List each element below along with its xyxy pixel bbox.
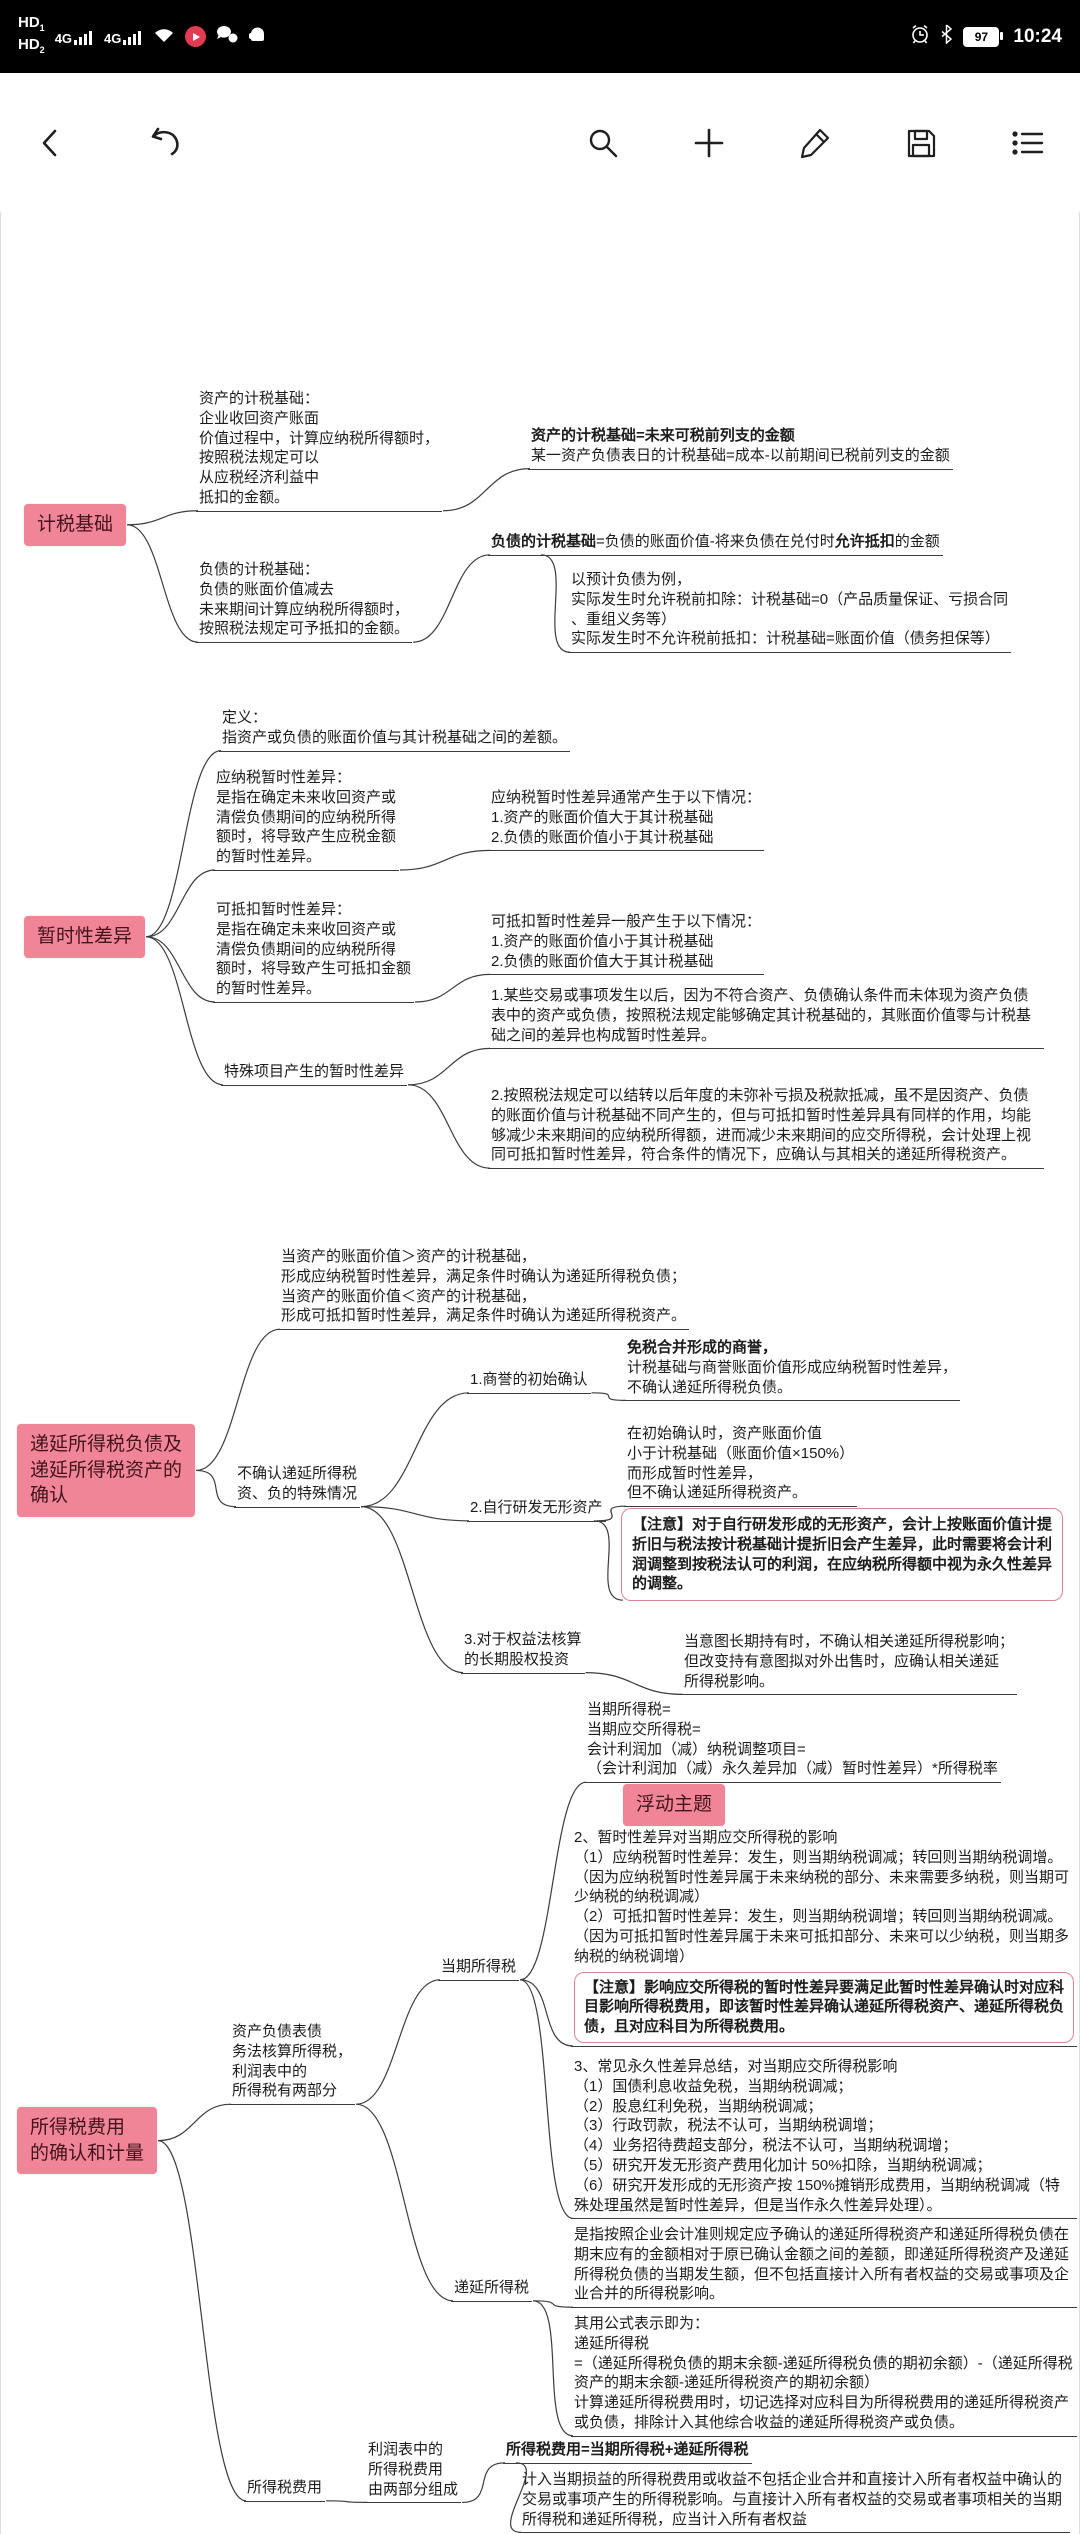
node-liability-tax-basis-definition[interactable]: 负债的计税基础： 负债的账面价值减去 未来期间计算应纳税所得额时， 按照税法规定… (196, 560, 413, 644)
signal-sim2-icon: 4G (104, 29, 143, 45)
add-topic-button[interactable] (692, 126, 726, 160)
mindmap-canvas[interactable]: 计税基础 资产的计税基础： 企业收回资产账面 价值过程中，计算应纳税所得额时， … (0, 212, 1080, 2534)
style-brush-button[interactable] (798, 126, 832, 160)
node-non-recognition-special-cases[interactable]: 不确认递延所得税 资、负的特殊情况 (234, 1464, 361, 1508)
status-bar: HD1 HD2 4G 4G (0, 0, 1080, 73)
node-self-developed-intangible[interactable]: 2.自行研发无形资产 (467, 1498, 606, 1522)
volte-hd-icons: HD1 HD2 (18, 15, 45, 58)
node-asset-tax-basis-formula[interactable]: 资产的计税基础=未来可税前列支的金额 某一资产负债表日的计税基础=成本-以前期间… (528, 426, 953, 470)
node-expense-formula[interactable]: 所得税费用=当期所得税+递延所得税 (503, 2440, 752, 2464)
undo-button[interactable] (146, 126, 184, 160)
node-recognition-rule[interactable]: 当资产的账面价值＞资产的计税基础， 形成应纳税暂时性差异，满足条件时确认为递延所… (278, 1247, 690, 1331)
node-income-tax-expense[interactable]: 所得税费用 (244, 2478, 326, 2502)
node-estimated-liability-example[interactable]: 以预计负债为例， 实际发生时允许税前扣除：计税基础=0（产品质量保证、亏损合同 … (568, 570, 1012, 654)
node-expense-two-parts[interactable]: 利润表中的 所得税费用 由两部分组成 (365, 2440, 462, 2504)
outline-menu-button[interactable] (1010, 126, 1046, 160)
node-deductible-temp-diff-cases[interactable]: 可抵扣暂时性差异一般产生于以下情况： 1.资产的账面价值小于其计税基础 2.负债… (488, 912, 765, 976)
chat-app-icon (216, 25, 238, 49)
node-asset-tax-basis-definition[interactable]: 资产的计税基础： 企业收回资产账面 价值过程中，计算应纳税所得额时， 按照税法规… (196, 389, 443, 512)
node-special-item-2[interactable]: 2.按照税法规定可以结转以后年度的未弥补亏损及税款抵减，虽不是因资产、负债的账面… (488, 1086, 1044, 1170)
node-temp-diff-impact[interactable]: 2、暂时性差异对当期应交所得税的影响 （1）应纳税暂时性差异：发生，则当期纳税调… (571, 1828, 1077, 2047)
node-goodwill-detail[interactable]: 免税合并形成的商誉， 计税基础与商誉账面价值形成应纳税暂时性差异， 不确认递延所… (624, 1338, 961, 1402)
node-lt-investment-detail[interactable]: 当意图长期持有时，不确认相关递延所得税影响； 但改变持有意图拟对外出售时，应确认… (681, 1632, 1018, 1696)
topic-floating[interactable]: 浮动主题 (623, 1784, 726, 1826)
node-special-items-temp-diff[interactable]: 特殊项目产生的暂时性差异 (221, 1062, 408, 1086)
signal-sim1-icon: 4G (55, 29, 94, 45)
hand-app-icon (248, 25, 267, 48)
clock-time: 10:24 (1013, 25, 1062, 47)
node-deferred-tax-definition[interactable]: 是指按照企业会计准则规定应予确认的递延所得税资产和递延所得税负债在期末应有的金额… (571, 2225, 1077, 2309)
battery-icon: 97 (963, 26, 1004, 47)
save-button[interactable] (904, 126, 938, 160)
node-deferred-tax-formula[interactable]: 其用公式表示即为： 递延所得税 =（递延所得税负债的期末余额-递延所得税负债的期… (571, 2314, 1077, 2437)
alarm-clock-icon (910, 24, 930, 49)
node-expense-exclusions[interactable]: 计入当期损益的所得税费用或收益不包括企业合并和直接计入所有者权益中确认的交易或事… (519, 2470, 1070, 2534)
status-left-cluster: HD1 HD2 4G 4G (18, 15, 267, 58)
node-liability-tax-basis-formula[interactable]: 负债的计税基础=负债的账面价值-将来负债在兑付时允许抵扣的金额 (488, 532, 943, 556)
topic-deferred-tax-recognition[interactable]: 递延所得税负债及 递延所得税资产的 确认 (17, 1424, 196, 1517)
node-intangible-initial-recognition[interactable]: 在初始确认时，资产账面价值 小于计税基础（账面价值×150%） 而形成暂时性差异… (624, 1424, 858, 1508)
topic-temporary-difference[interactable]: 暂时性差异 (24, 916, 146, 958)
battery-percent: 97 (974, 29, 989, 44)
wifi-icon (153, 26, 175, 48)
topic-income-tax-expense[interactable]: 所得税费用 的确认和计量 (17, 2107, 158, 2175)
node-equity-method-lt-investment[interactable]: 3.对于权益法核算 的长期股权投资 (461, 1630, 585, 1674)
node-permanent-diff-summary[interactable]: 3、常见永久性差异总结，对当期应交所得税影响 （1）国债利息收益免税，当期纳税调… (571, 2057, 1077, 2220)
node-temp-diff-definition[interactable]: 定义： 指资产或负债的账面价值与其计税基础之间的差额。 (219, 708, 571, 752)
node-current-tax-formula[interactable]: 当期所得税= 当期应交所得税= 会计利润加（减）纳税调整项目= （会计利润加（减… (584, 1700, 1001, 1784)
status-right-cluster: 97 10:24 (910, 24, 1062, 49)
node-deferred-income-tax[interactable]: 递延所得税 (451, 2278, 533, 2302)
node-intangible-note-callout[interactable]: 【注意】对于自行研发形成的无形资产，会计上按账面价值计提折旧与税法按计税基础计提… (621, 1508, 1063, 1602)
hd2-icon: HD2 (18, 36, 45, 55)
node-deductible-temp-diff[interactable]: 可抵扣暂时性差异： 是指在确定未来收回资产或 清偿负债期间的应纳税所得 额时，将… (213, 900, 415, 1003)
node-balance-sheet-liability-method[interactable]: 资产负债表债 务法核算所得税， 利润表中的 所得税有两部分 (229, 2022, 356, 2106)
node-goodwill-initial-recognition[interactable]: 1.商誉的初始确认 (467, 1370, 591, 1394)
node-special-item-1[interactable]: 1.某些交易或事项发生以后，因为不符合资产、负债确认条件而未体现为资产负债表中的… (488, 986, 1044, 1050)
app-toolbar (0, 73, 1080, 212)
topic-tax-basis[interactable]: 计税基础 (24, 504, 127, 546)
search-button[interactable] (586, 126, 620, 160)
note-callout: 【注意】影响应交所得税的暂时性差异要满足此暂时性差异确认时对应科目影响所得税费用… (574, 1971, 1074, 2043)
back-button[interactable] (34, 126, 68, 160)
hd1-icon: HD1 (18, 14, 45, 33)
bluetooth-icon (940, 24, 953, 49)
node-taxable-temp-diff[interactable]: 应纳税暂时性差异： 是指在确定未来收回资产或 清偿负债期间的应纳税所得 额时，将… (213, 768, 400, 871)
video-app-icon (185, 26, 207, 47)
node-taxable-temp-diff-cases[interactable]: 应纳税暂时性差异通常产生于以下情况： 1.资产的账面价值大于其计税基础 2.负债… (488, 788, 765, 852)
node-current-income-tax[interactable]: 当期所得税 (438, 1957, 520, 1981)
